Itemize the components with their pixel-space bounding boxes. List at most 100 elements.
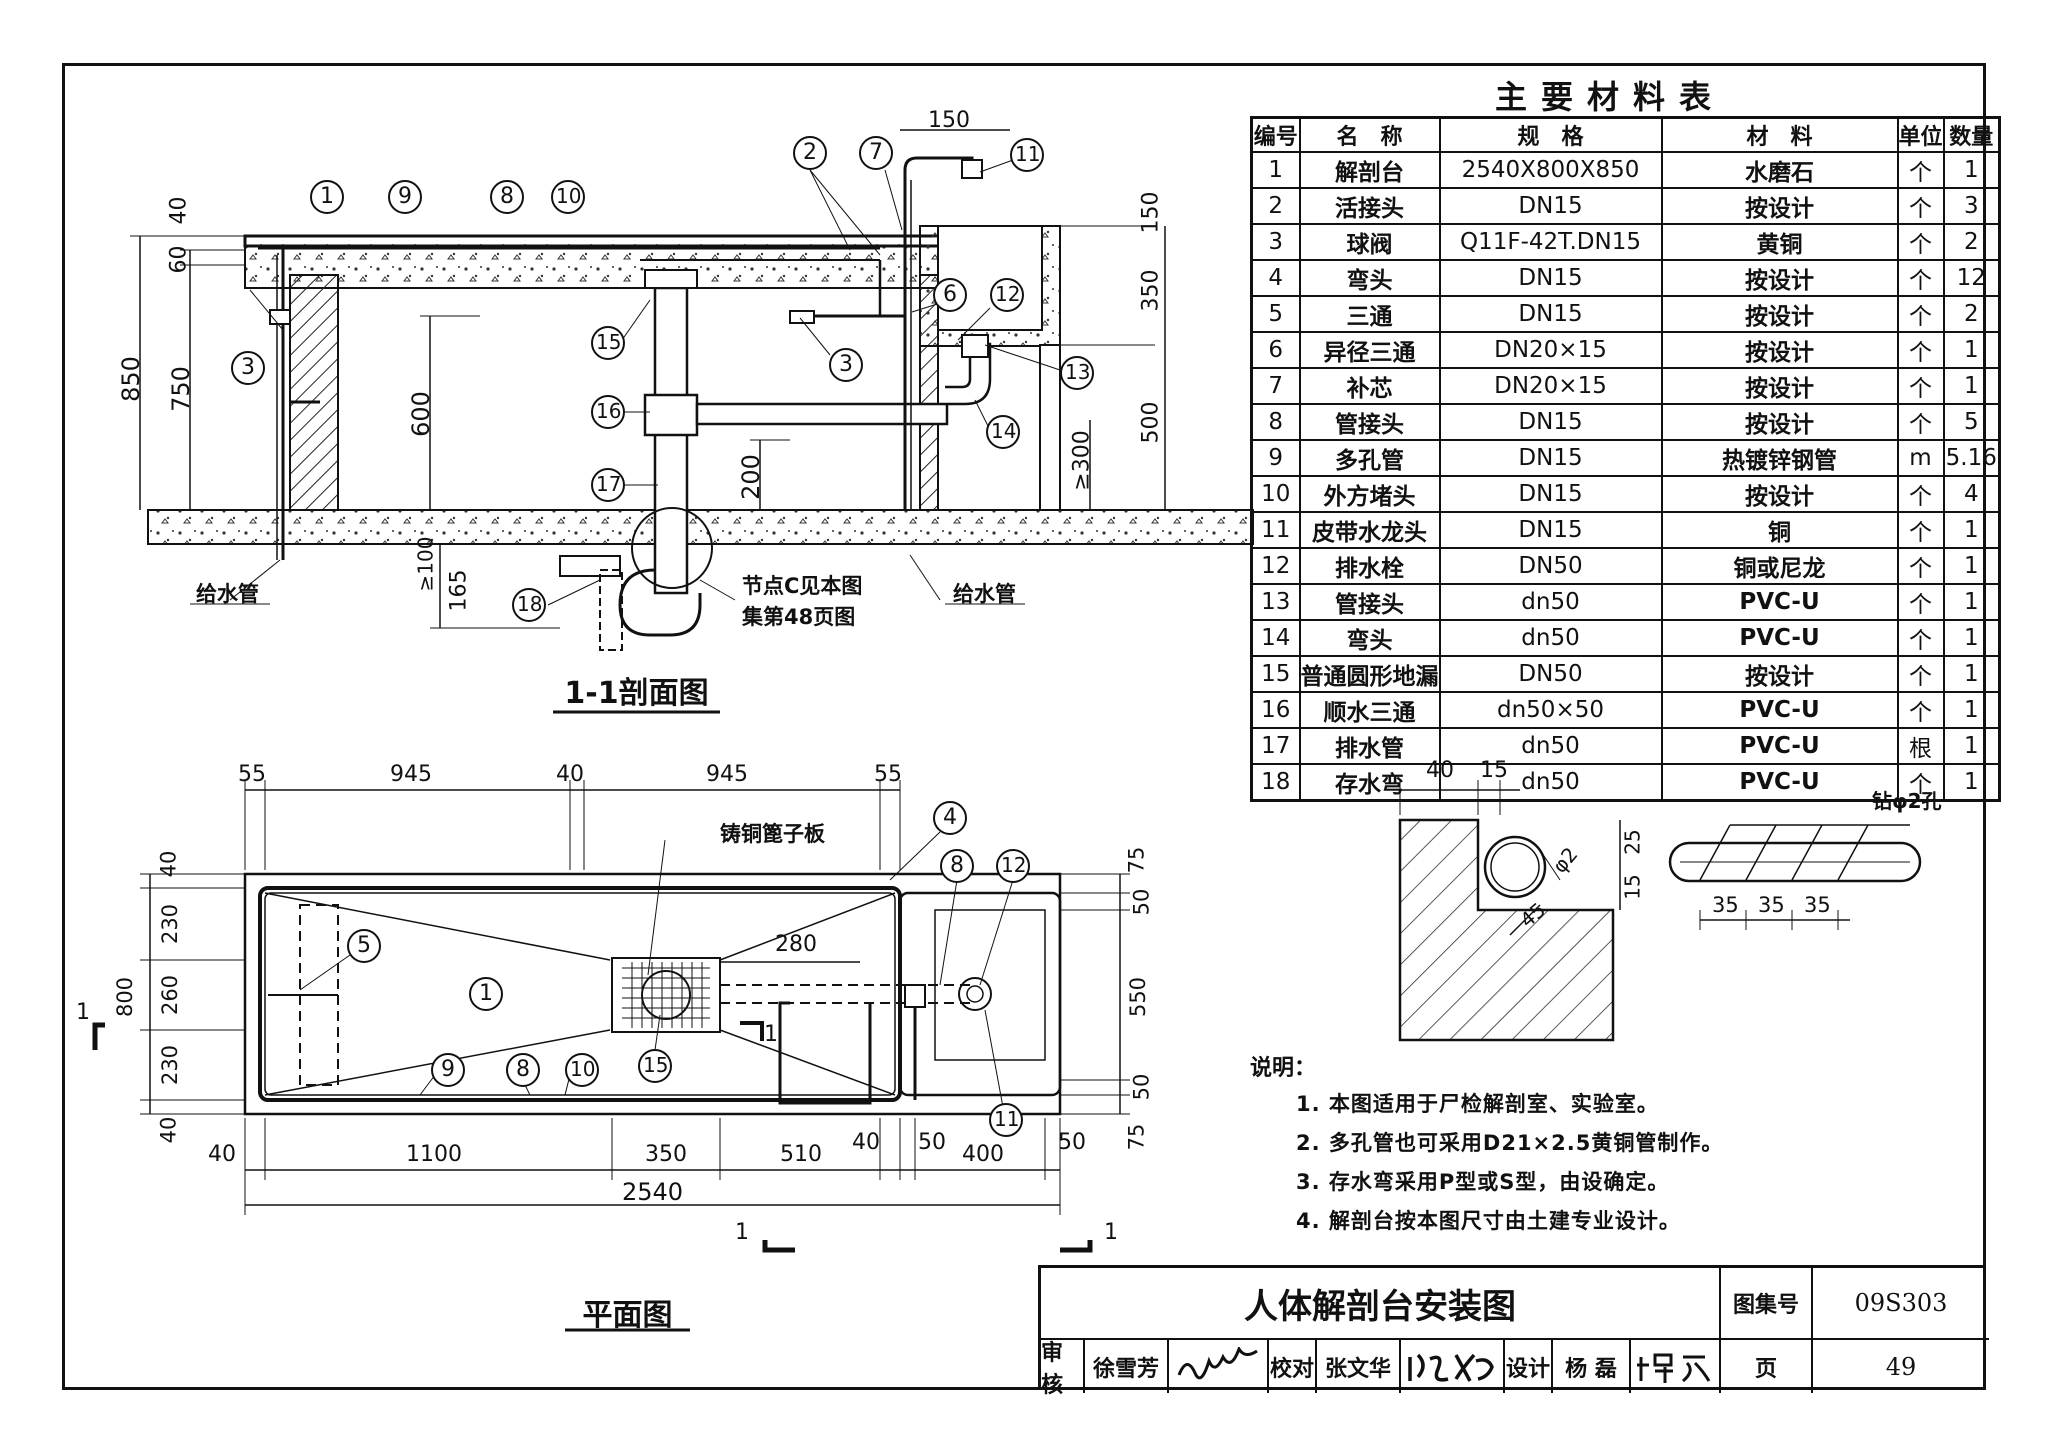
cell-unit: 个	[1896, 367, 1945, 405]
checker-name: 张文华	[1317, 1340, 1401, 1393]
cell-name: 多孔管	[1298, 439, 1441, 477]
callout-8: 8	[500, 184, 514, 209]
section-caption: 1-1剖面图	[564, 676, 709, 711]
note-1: 1. 本图适用于尸检解剖室、实验室。	[1296, 1092, 1659, 1116]
callout-1: 1	[320, 184, 334, 209]
cell-qty: 1	[1942, 151, 2001, 189]
plan-callout-10: 10	[570, 1057, 596, 1081]
cell-name: 排水管	[1298, 727, 1441, 765]
callout-17: 17	[596, 472, 622, 496]
dim-bottom-400: 400	[962, 1142, 1004, 1167]
plan-caption: 平面图	[582, 1298, 673, 1333]
cell-no: 14	[1250, 619, 1301, 657]
review-label: 审核	[1041, 1340, 1085, 1398]
cell-no: 11	[1250, 511, 1301, 549]
cell-qty: 1	[1942, 691, 2001, 729]
cell-spec: DN15	[1438, 511, 1663, 549]
cell-qty: 5.16	[1942, 439, 2001, 477]
cell-name: 外方堵头	[1298, 475, 1441, 513]
material-table-title: 主要材料表	[1494, 78, 1725, 116]
cell-spec: dn50	[1438, 619, 1663, 657]
cell-no: 15	[1250, 655, 1301, 693]
water-supply-right-label: 给水管	[953, 582, 1016, 606]
cell-no: 18	[1250, 763, 1301, 802]
cell-spec: dn50	[1438, 727, 1663, 765]
plan-callout-11: 11	[994, 1107, 1020, 1131]
drain-pipe	[653, 286, 689, 595]
cell-no: 12	[1250, 547, 1301, 585]
cell-no: 3	[1250, 223, 1301, 261]
cell-name: 活接头	[1298, 187, 1441, 225]
cell-material: 黄铜	[1660, 223, 1899, 261]
cell-name: 皮带水龙头	[1298, 511, 1441, 549]
cell-name: 补芯	[1298, 367, 1441, 405]
cell-spec: DN15	[1438, 187, 1663, 225]
plan-section-mark-left: 1	[76, 1000, 90, 1025]
cell-material: 铜	[1660, 511, 1899, 549]
cell-name: 球阀	[1298, 223, 1441, 261]
cell-name: 管接头	[1298, 403, 1441, 441]
callout-7: 7	[869, 140, 883, 165]
drawing-title: 人体解剖台安装图	[1041, 1268, 1721, 1340]
detail-dim-40: 40	[1426, 758, 1454, 783]
cell-spec: DN15	[1438, 475, 1663, 513]
callout-2: 2	[803, 140, 817, 165]
cell-qty: 1	[1942, 763, 2001, 802]
cell-unit: 个	[1896, 223, 1945, 261]
left-support-wall	[289, 274, 339, 511]
dim-top-40: 40	[556, 762, 584, 787]
cell-qty: 1	[1942, 583, 2001, 621]
cell-spec: Q11F-42T.DN15	[1438, 223, 1663, 261]
cell-spec: DN20×15	[1438, 367, 1663, 405]
dim-top-945-right: 945	[706, 762, 748, 787]
cell-unit: 个	[1896, 331, 1945, 369]
callout-3-right: 3	[839, 352, 853, 377]
callout-18: 18	[517, 592, 543, 616]
cell-spec: DN15	[1438, 403, 1663, 441]
cell-qty: 12	[1942, 259, 2001, 297]
page-number: 49	[1885, 1352, 1917, 1381]
plan-callout-12: 12	[1001, 853, 1027, 877]
plan-section-mark-bottom-left: 1	[735, 1220, 749, 1245]
detail-dim-25: 25	[1620, 829, 1645, 855]
cell-unit: 个	[1896, 259, 1945, 297]
col-header-no: 编号	[1250, 116, 1301, 153]
detail-spacing-2: 35	[1758, 893, 1785, 917]
cell-name: 三通	[1298, 295, 1441, 333]
cell-qty: 1	[1942, 619, 2001, 657]
cell-no: 7	[1250, 367, 1301, 405]
cell-qty: 1	[1942, 511, 2001, 549]
cell-unit: 个	[1896, 151, 1945, 189]
cell-spec: dn50×50	[1438, 691, 1663, 729]
callout-15: 15	[596, 330, 622, 354]
cell-no: 5	[1250, 295, 1301, 333]
col-header-qty: 数量	[1942, 116, 2001, 153]
node-note-line1: 节点C见本图	[742, 574, 863, 598]
dim-top-55-left: 55	[238, 762, 266, 787]
callout-6: 6	[943, 282, 957, 307]
cell-unit: 个	[1896, 547, 1945, 585]
callout-11: 11	[1015, 142, 1041, 166]
cell-spec: 2540X800X850	[1438, 151, 1663, 189]
callout-9: 9	[398, 184, 412, 209]
cell-spec: DN15	[1438, 259, 1663, 297]
cell-no: 16	[1250, 691, 1301, 729]
cell-qty: 1	[1942, 655, 2001, 693]
callout-13: 13	[1065, 360, 1091, 384]
perforated-pipe	[1668, 841, 1922, 883]
cell-material: 按设计	[1660, 259, 1899, 297]
reviewer-signature	[1169, 1340, 1269, 1393]
cell-unit: 个	[1896, 619, 1945, 657]
